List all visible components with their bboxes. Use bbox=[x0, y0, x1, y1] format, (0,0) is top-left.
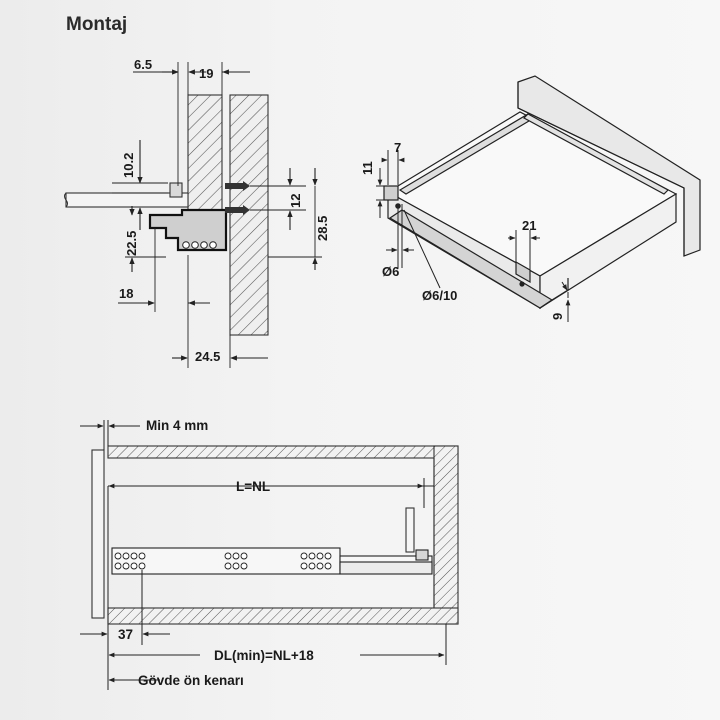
dim-28-5: 28.5 bbox=[315, 216, 330, 241]
plan-view-labels: Min 4 mm L=NL 37 DL(min)=NL+18 Gövde ön … bbox=[118, 418, 314, 688]
cabinet-bottom-wall bbox=[107, 607, 459, 625]
section-view-labels: 6.5 19 10.2 12 28.5 22.5 18 24.5 bbox=[119, 57, 330, 364]
screw-bottom bbox=[225, 205, 250, 215]
dim-9: 9 bbox=[550, 313, 565, 320]
dim-10-2: 10.2 bbox=[121, 153, 136, 178]
section-view bbox=[63, 62, 322, 368]
page-title: Montaj bbox=[66, 14, 128, 35]
dim-24-5: 24.5 bbox=[195, 349, 220, 364]
dim-phi-6: Ø6 bbox=[382, 264, 399, 279]
drawer-front bbox=[91, 449, 105, 619]
dim-18: 18 bbox=[119, 286, 133, 301]
locking-pin bbox=[169, 182, 183, 198]
runner-profile bbox=[148, 208, 228, 252]
dim-19: 19 bbox=[199, 66, 213, 81]
dim-11: 11 bbox=[360, 161, 375, 175]
dim-12: 12 bbox=[288, 194, 303, 208]
front-edge-label: Gövde ön kenarı bbox=[138, 673, 244, 688]
side-panel bbox=[187, 94, 223, 228]
dim-7: 7 bbox=[394, 140, 401, 155]
dim-21: 21 bbox=[522, 218, 536, 233]
runner-rail bbox=[111, 547, 341, 575]
cabinet-wall bbox=[229, 94, 269, 336]
plan-view bbox=[80, 420, 459, 690]
isometric-view bbox=[376, 75, 701, 322]
dim-l-nl: L=NL bbox=[236, 479, 270, 494]
isometric-view-labels: 7 11 Ø6 Ø6/10 21 9 bbox=[360, 140, 565, 320]
dim-dl-min: DL(min)=NL+18 bbox=[214, 648, 314, 663]
cabinet-back-wall bbox=[433, 445, 459, 625]
cabinet-top-wall bbox=[107, 445, 459, 459]
dim-min-4-mm: Min 4 mm bbox=[146, 418, 208, 433]
dim-6-5: 6.5 bbox=[134, 57, 152, 72]
dim-37: 37 bbox=[118, 627, 133, 642]
dim-22-5: 22.5 bbox=[124, 231, 139, 256]
dim-phi-6-10: Ø6/10 bbox=[422, 288, 457, 303]
screw-top bbox=[225, 181, 250, 191]
